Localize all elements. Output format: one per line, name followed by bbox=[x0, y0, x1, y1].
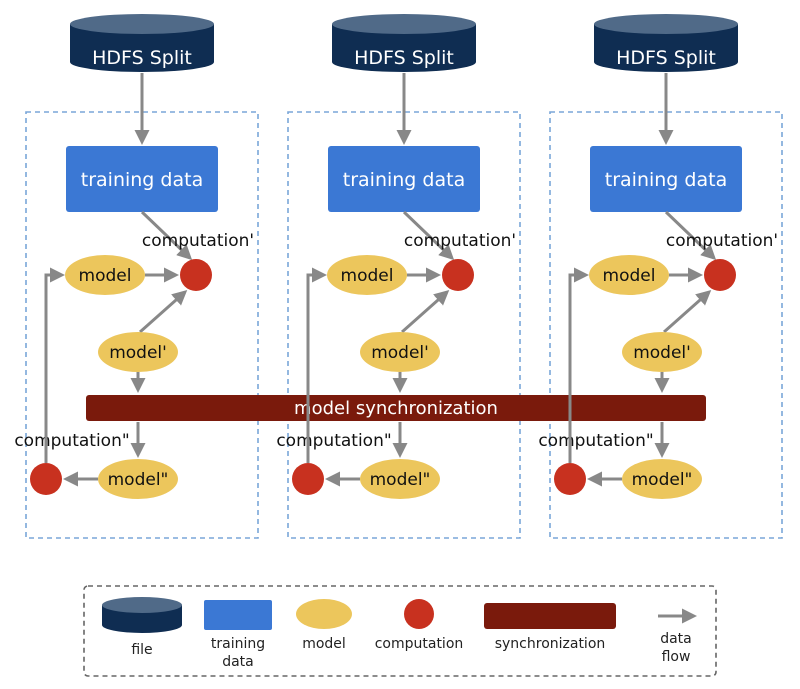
model-double-prime-label: model" bbox=[632, 470, 693, 490]
legend-computation-label: computation bbox=[375, 636, 464, 652]
model-double-prime-node: model" bbox=[98, 459, 178, 499]
legend-training-data-swatch bbox=[204, 600, 272, 630]
computation-double-prime-label: computation" bbox=[14, 431, 129, 451]
model-prime-label: model' bbox=[371, 343, 429, 363]
computation-double-prime-label: computation" bbox=[538, 431, 653, 451]
legend-synchronization-label: synchronization bbox=[495, 636, 606, 652]
model-label: model bbox=[603, 266, 656, 286]
hdfs-split-file: HDFS Split bbox=[332, 14, 476, 72]
model-label: model bbox=[79, 266, 132, 286]
model-node: model bbox=[589, 255, 669, 295]
flow-arrow bbox=[401, 290, 450, 334]
computation-prime-label: computation' bbox=[142, 231, 254, 251]
legend-border bbox=[83, 585, 717, 677]
legend-flow-label-line2: flow bbox=[662, 649, 691, 665]
training-data-box: training data bbox=[66, 146, 218, 212]
hdfs-split-file: HDFS Split bbox=[70, 14, 214, 72]
flow-arrow bbox=[664, 210, 717, 261]
model-node: model bbox=[327, 255, 407, 295]
hdfs-split-file: HDFS Split bbox=[594, 14, 738, 72]
worker-column-2: HDFS Split training data computation' mo… bbox=[276, 14, 521, 539]
legend-file-icon bbox=[102, 597, 182, 633]
training-data-label: training data bbox=[81, 169, 203, 191]
computation-prime-label: computation' bbox=[404, 231, 516, 251]
model-prime-node: model' bbox=[622, 332, 702, 372]
model-prime-node: model' bbox=[98, 332, 178, 372]
training-data-box: training data bbox=[590, 146, 742, 212]
worker-column-1: HDFS Split training data computation' mo… bbox=[14, 14, 259, 539]
model-prime-label: model' bbox=[109, 343, 167, 363]
model-synchronization-bar: model synchronization bbox=[86, 395, 706, 421]
worker-boundary bbox=[25, 111, 259, 539]
legend-computation-swatch bbox=[404, 599, 434, 629]
feedback-arrow bbox=[44, 267, 65, 463]
computation-node bbox=[704, 259, 736, 291]
legend-training-label-line1: training bbox=[211, 636, 265, 652]
computation-node bbox=[30, 463, 62, 495]
model-node: model bbox=[65, 255, 145, 295]
hdfs-split-label: HDFS Split bbox=[92, 47, 192, 69]
model-double-prime-node: model" bbox=[360, 459, 440, 499]
flow-arrow bbox=[402, 210, 455, 261]
worker-column-3: HDFS Split training data computation' mo… bbox=[538, 14, 783, 539]
flow-arrow bbox=[140, 210, 193, 261]
training-data-label: training data bbox=[343, 169, 465, 191]
worker-boundary bbox=[287, 111, 521, 539]
legend-model-swatch bbox=[296, 599, 352, 629]
hdfs-split-label: HDFS Split bbox=[616, 47, 716, 69]
model-synchronization-label: model synchronization bbox=[294, 398, 498, 419]
legend-flow-label-line1: data bbox=[660, 631, 692, 647]
flow-arrow bbox=[139, 290, 188, 334]
computation-prime-label: computation' bbox=[666, 231, 778, 251]
model-double-prime-label: model" bbox=[108, 470, 169, 490]
flow-arrow bbox=[663, 290, 712, 334]
legend-training-label-line2: data bbox=[222, 654, 254, 670]
model-label: model bbox=[341, 266, 394, 286]
legend-model-label: model bbox=[302, 636, 346, 652]
computation-node bbox=[292, 463, 324, 495]
model-prime-label: model' bbox=[633, 343, 691, 363]
model-double-prime-node: model" bbox=[622, 459, 702, 499]
model-prime-node: model' bbox=[360, 332, 440, 372]
training-data-label: training data bbox=[605, 169, 727, 191]
worker-boundary bbox=[549, 111, 783, 539]
model-double-prime-label: model" bbox=[370, 470, 431, 490]
legend-synchronization-swatch bbox=[484, 603, 616, 629]
hdfs-split-label: HDFS Split bbox=[354, 47, 454, 69]
legend: file training data model computation syn… bbox=[83, 585, 717, 677]
computation-double-prime-label: computation" bbox=[276, 431, 391, 451]
computation-node bbox=[180, 259, 212, 291]
legend-file-label: file bbox=[131, 642, 152, 658]
training-data-box: training data bbox=[328, 146, 480, 212]
computation-node bbox=[554, 463, 586, 495]
computation-node bbox=[442, 259, 474, 291]
